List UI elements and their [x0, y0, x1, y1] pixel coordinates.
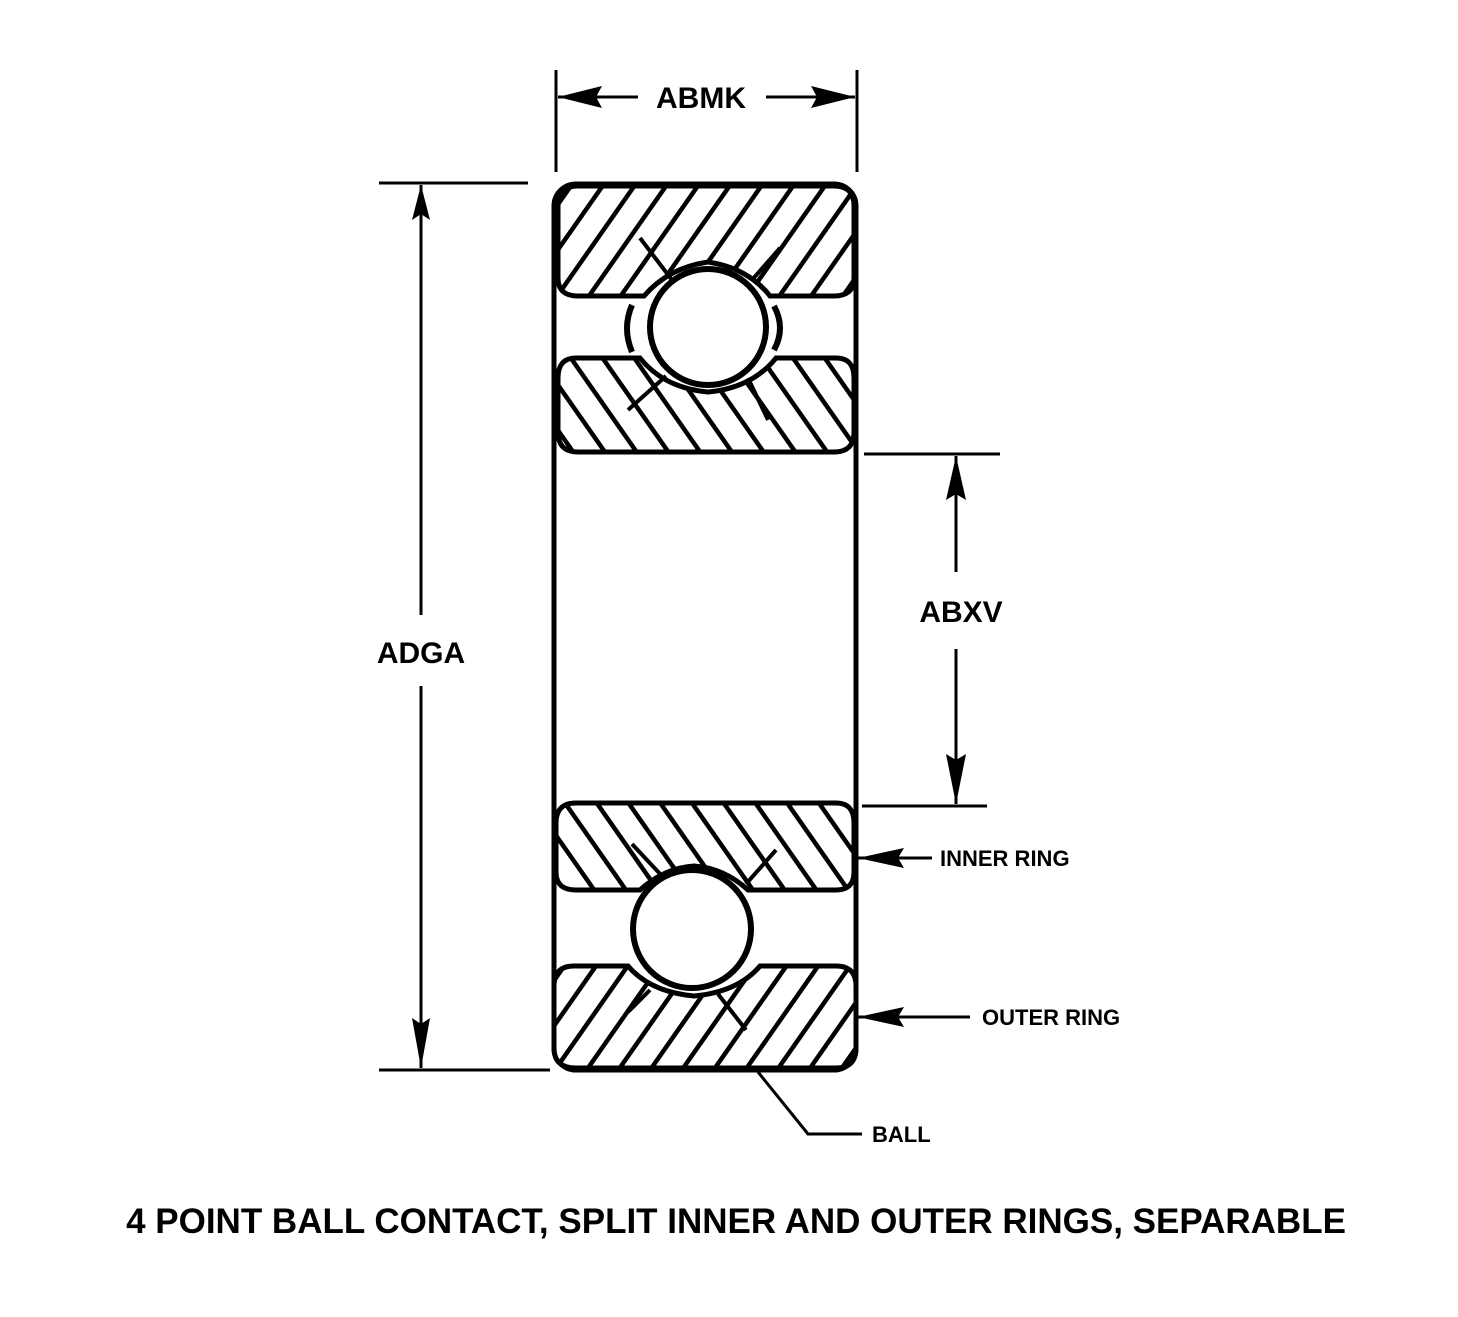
callout-inner-ring: INNER RING — [858, 846, 1070, 871]
contact-line — [638, 236, 674, 282]
dimension-label-abxv: ABXV — [919, 596, 1002, 629]
arrowhead-up-icon — [412, 185, 430, 220]
arrowhead-left-icon — [858, 848, 904, 868]
contact-line — [750, 246, 782, 282]
outer-ring-bottom — [551, 963, 859, 1071]
contact-line — [746, 377, 770, 421]
label-outer-ring: OUTER RING — [982, 1005, 1120, 1030]
contact-line — [626, 988, 652, 1014]
contact-line — [626, 374, 668, 412]
contact-line — [630, 842, 664, 878]
label-ball: BALL — [872, 1122, 931, 1147]
ball-top — [647, 266, 769, 388]
inner-ring-bottom — [553, 800, 857, 893]
arrowhead-left-icon — [858, 1007, 904, 1027]
dimension-adga: ADGA — [377, 181, 550, 1072]
arrowhead-right-icon — [811, 86, 855, 108]
arrowhead-left-icon — [558, 86, 602, 108]
contact-line — [716, 992, 748, 1032]
callout-outer-ring: OUTER RING — [858, 1005, 1120, 1030]
inner-ring-top — [555, 355, 857, 455]
ball-bottom — [630, 867, 754, 991]
cage-right-top — [771, 304, 783, 352]
callout-ball: BALL — [756, 1071, 931, 1147]
dimension-abmk: ABMK — [554, 70, 859, 172]
arrowhead-down-icon — [946, 754, 966, 804]
dimension-label-adga: ADGA — [377, 637, 465, 670]
leader-line — [756, 1071, 862, 1136]
outer-ring-top — [555, 183, 857, 299]
cage-left-top — [624, 303, 635, 354]
arrowhead-up-icon — [946, 456, 966, 500]
dimension-abxv: ABXV — [862, 452, 1003, 808]
bearing-section — [551, 181, 859, 1073]
diagram-title: 4 POINT BALL CONTACT, SPLIT INNER AND OU… — [126, 1202, 1346, 1241]
label-inner-ring: INNER RING — [940, 846, 1070, 871]
arrowhead-down-icon — [412, 1018, 430, 1068]
dimension-label-abmk: ABMK — [656, 82, 746, 115]
contact-line — [744, 848, 778, 886]
